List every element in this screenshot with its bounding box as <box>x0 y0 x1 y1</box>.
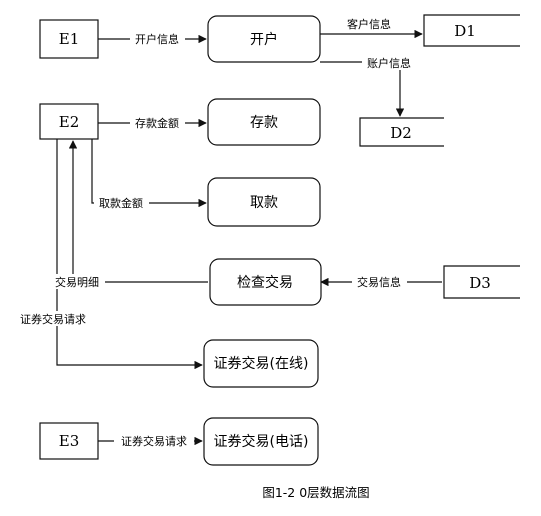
flow-account-info <box>320 61 405 117</box>
flow-transaction-details-label: 交易明细 <box>55 275 99 289</box>
entity-e2-label: E2 <box>59 113 80 131</box>
process-deposit-label: 存款 <box>250 115 278 131</box>
process-check-transactions <box>209 258 322 306</box>
entity-e1 <box>39 19 99 59</box>
figure-caption: 图1-2 0层数据流图 <box>262 485 369 500</box>
process-check-transactions-label: 检查交易 <box>237 274 293 291</box>
store-d2-label: D2 <box>390 124 412 142</box>
flow-customer-info-label: 客户信息 <box>347 17 391 31</box>
entity-e3 <box>39 422 99 460</box>
store-d3-label: D3 <box>469 274 491 292</box>
flow-transaction-info-label: 交易信息 <box>357 275 401 289</box>
process-withdraw <box>207 177 321 227</box>
process-securities-phone <box>203 417 319 466</box>
flow-securities-request-e2-label: 证券交易请求 <box>20 312 86 326</box>
process-deposit <box>207 98 321 146</box>
flow-withdraw-amount <box>91 138 207 208</box>
flow-securities-request-e2 <box>56 138 203 370</box>
process-withdraw-label: 取款 <box>250 195 278 211</box>
flow-deposit-amount-label: 存款金额 <box>135 116 179 130</box>
process-open-account-label: 开户 <box>250 31 278 48</box>
entity-e1-label: E1 <box>59 30 80 48</box>
flow-account-info-label: 账户信息 <box>367 56 411 70</box>
store-d1 <box>423 14 520 47</box>
flow-securities-request-e3-label: 证券交易请求 <box>121 434 187 448</box>
flow-open-info-label: 开户信息 <box>135 32 179 46</box>
store-d3 <box>443 265 520 299</box>
store-d1-label: D1 <box>454 22 476 40</box>
store-d2 <box>359 117 444 147</box>
process-securities-online-label: 证券交易(在线) <box>214 355 309 372</box>
flow-withdraw-amount-label: 取款金额 <box>99 196 143 210</box>
entity-e2 <box>39 103 99 140</box>
process-securities-phone-label: 证券交易(电话) <box>214 433 309 450</box>
entity-e3-label: E3 <box>59 432 80 450</box>
flow-transaction-details <box>68 140 208 283</box>
process-securities-online <box>203 339 319 388</box>
process-open-account <box>207 15 321 63</box>
